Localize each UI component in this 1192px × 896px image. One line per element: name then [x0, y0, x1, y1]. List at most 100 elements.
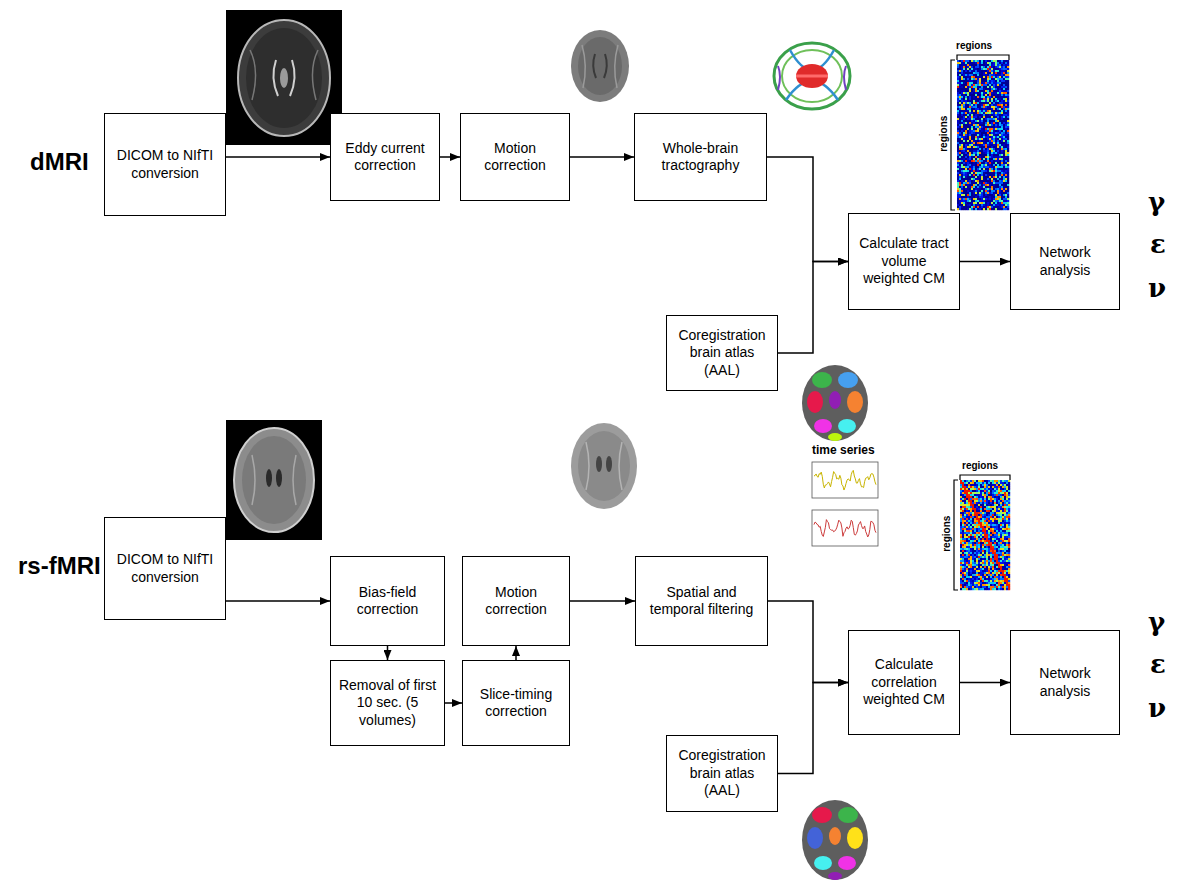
- connectivity-matrix: [995, 68, 997, 70]
- connectivity-matrix: [991, 140, 993, 142]
- connectivity-matrix: [973, 118, 975, 120]
- connectivity-matrix: [993, 160, 995, 162]
- connectivity-matrix: [1005, 132, 1007, 134]
- connectivity-matrix: [981, 204, 983, 206]
- connectivity-matrix: [961, 66, 963, 68]
- connectivity-matrix: [971, 172, 973, 174]
- connectivity-matrix: [967, 122, 969, 124]
- connectivity-matrix: [965, 144, 967, 146]
- connectivity-matrix: [991, 68, 993, 70]
- connectivity-matrix: [959, 124, 961, 126]
- connectivity-matrix: [987, 184, 989, 186]
- connectivity-matrix: [981, 202, 983, 204]
- connectivity-matrix: [975, 78, 977, 80]
- connectivity-matrix: [989, 84, 991, 86]
- connectivity-matrix: [977, 128, 979, 130]
- connectivity-matrix: [963, 180, 965, 182]
- connectivity-matrix: [1003, 110, 1005, 112]
- connectivity-matrix: [987, 62, 989, 64]
- connectivity-matrix: [987, 98, 989, 100]
- connectivity-matrix: [961, 166, 963, 168]
- connectivity-matrix: [959, 108, 961, 110]
- connectivity-matrix: [993, 182, 995, 184]
- connectivity-matrix: [989, 156, 991, 158]
- connectivity-matrix: [979, 66, 981, 68]
- connectivity-matrix: [959, 96, 961, 98]
- connectivity-matrix: [999, 144, 1001, 146]
- connectivity-matrix: [975, 166, 977, 168]
- connectivity-matrix: [999, 116, 1001, 118]
- connectivity-matrix: [1003, 90, 1005, 92]
- connectivity-matrix: [963, 170, 965, 172]
- connectivity-matrix: [1001, 70, 1003, 72]
- connectivity-matrix: [971, 74, 973, 76]
- connectivity-matrix: [969, 112, 971, 114]
- connectivity-matrix: [975, 74, 977, 76]
- connectivity-matrix: [965, 186, 967, 188]
- connectivity-matrix: [979, 102, 981, 104]
- connectivity-matrix: [987, 176, 989, 178]
- connectivity-matrix: [1007, 74, 1009, 76]
- connectivity-matrix: [959, 74, 961, 76]
- connectivity-matrix: [961, 202, 963, 204]
- connectivity-matrix: [1001, 136, 1003, 138]
- connectivity-matrix: [997, 160, 999, 162]
- connectivity-matrix: [983, 62, 985, 64]
- connectivity-matrix: [979, 132, 981, 134]
- connectivity-matrix: [981, 184, 983, 186]
- connectivity-matrix: [969, 102, 971, 104]
- connectivity-matrix: [989, 182, 991, 184]
- connectivity-matrix: [999, 178, 1001, 180]
- connectivity-matrix: [969, 76, 971, 78]
- connectivity-matrix: [1001, 206, 1003, 208]
- connectivity-matrix: [997, 166, 999, 168]
- connectivity-matrix: [979, 144, 981, 146]
- connectivity-matrix: [995, 194, 997, 196]
- tractography-image: [782, 50, 842, 102]
- connectivity-matrix: [973, 194, 975, 196]
- connectivity-matrix: [979, 124, 981, 126]
- connectivity-matrix: [965, 130, 967, 132]
- connectivity-matrix: [961, 112, 963, 114]
- connectivity-matrix: [961, 108, 963, 110]
- connectivity-matrix: [1007, 166, 1009, 168]
- connectivity-matrix: [993, 78, 995, 80]
- connectivity-matrix: [961, 144, 963, 146]
- connectivity-matrix: [963, 172, 965, 174]
- connectivity-matrix: [973, 84, 975, 86]
- connectivity-matrix: [969, 94, 971, 96]
- connectivity-matrix: [969, 114, 971, 116]
- fmri-raw-image: [226, 420, 322, 540]
- connectivity-matrix: [983, 128, 985, 130]
- connectivity-matrix: [981, 114, 983, 116]
- connectivity-matrix: [973, 138, 975, 140]
- connectivity-matrix: [979, 188, 981, 190]
- connectivity-matrix: [967, 116, 969, 118]
- connectivity-matrix: [997, 148, 999, 150]
- connectivity-matrix: [963, 182, 965, 184]
- connectivity-matrix: [977, 66, 979, 68]
- connectivity-matrix: [957, 166, 959, 168]
- connectivity-matrix: [997, 178, 999, 180]
- connectivity-matrix: [981, 86, 983, 88]
- connectivity-matrix: [995, 66, 997, 68]
- connectivity-matrix: [1007, 152, 1009, 154]
- connectivity-matrix: [965, 134, 967, 136]
- connectivity-matrix: [975, 82, 977, 84]
- connectivity-matrix: [973, 104, 975, 106]
- connectivity-matrix: [991, 154, 993, 156]
- connectivity-matrix: [1003, 180, 1005, 182]
- connectivity-matrix: [991, 120, 993, 122]
- connectivity-matrix: [987, 120, 989, 122]
- fmri-corrected-image: [571, 423, 637, 509]
- connectivity-matrix: [971, 206, 973, 208]
- connectivity-matrix: [1007, 108, 1009, 110]
- dwi-corrected-image: [571, 30, 629, 102]
- connectivity-matrix: [979, 74, 981, 76]
- connectivity-matrix: [975, 102, 977, 104]
- connectivity-matrix: [965, 114, 967, 116]
- connectivity-matrix: [973, 68, 975, 70]
- connectivity-matrix: [979, 166, 981, 168]
- connectivity-matrix: [969, 138, 971, 140]
- connectivity-matrix: [959, 100, 961, 102]
